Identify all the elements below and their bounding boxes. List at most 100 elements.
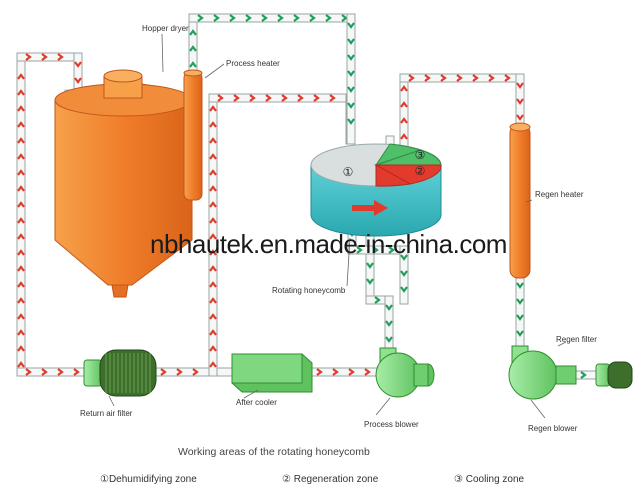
flow-arrow <box>25 368 32 376</box>
flow-arrow <box>17 89 25 96</box>
flow-arrow <box>356 246 363 254</box>
flow-arrow <box>245 14 252 22</box>
flow-arrow <box>347 86 355 93</box>
flow-arrow <box>261 14 268 22</box>
flow-arrow <box>516 298 524 305</box>
flow-arrow <box>366 278 374 285</box>
flow-arrow <box>516 314 524 321</box>
flow-arrow <box>400 270 408 277</box>
flow-arrow <box>41 368 48 376</box>
flow-arrow <box>160 368 167 376</box>
flow-arrow <box>265 94 272 102</box>
flow-arrow <box>316 368 323 376</box>
flow-arrow <box>17 73 25 80</box>
flow-arrow <box>209 233 217 240</box>
flow-arrow <box>17 361 25 368</box>
flow-arrow <box>516 330 524 337</box>
flow-arrow <box>209 361 217 368</box>
zone-regeneration: ② Regeneration zone <box>282 474 379 485</box>
label-process-heater: Process heater <box>226 59 280 68</box>
flow-arrow <box>209 249 217 256</box>
flow-arrow <box>400 254 408 261</box>
flow-arrow <box>17 169 25 176</box>
flow-arrow <box>385 336 393 343</box>
flow-arrow <box>209 281 217 288</box>
flow-arrow <box>400 133 408 140</box>
label-hopper-dryer: Hopper dryer <box>142 24 189 33</box>
flow-arrow <box>209 121 217 128</box>
flow-arrow <box>209 105 217 112</box>
regen-blower <box>508 345 577 400</box>
flow-arrow <box>309 14 316 22</box>
flow-arrow <box>209 217 217 224</box>
flow-arrow <box>488 74 495 82</box>
flow-arrow <box>17 121 25 128</box>
flow-arrow <box>17 297 25 304</box>
flow-arrow <box>341 14 348 22</box>
flow-arrow <box>580 371 587 379</box>
flow-arrow <box>17 281 25 288</box>
flow-arrow <box>17 153 25 160</box>
label-return-air-filter: Return air filter <box>80 409 133 418</box>
flow-arrow <box>192 368 199 376</box>
process-heater <box>183 69 203 201</box>
flow-arrow <box>440 74 447 82</box>
flow-arrow <box>364 368 371 376</box>
flow-arrow <box>456 74 463 82</box>
flow-arrow <box>209 201 217 208</box>
flow-arrow <box>209 153 217 160</box>
flow-arrow <box>209 169 217 176</box>
hopper-dryer <box>54 69 193 298</box>
flow-arrow <box>325 14 332 22</box>
flow-arrow <box>209 345 217 352</box>
flow-arrow <box>313 94 320 102</box>
flow-arrow <box>293 14 300 22</box>
flow-arrow <box>329 94 336 102</box>
zone-dehumidifying: ①Dehumidifying zone <box>100 474 197 485</box>
flow-arrow <box>374 296 381 304</box>
process-blower <box>375 347 435 398</box>
after-cooler <box>231 353 313 393</box>
flow-arrow <box>17 313 25 320</box>
flow-arrow <box>209 265 217 272</box>
label-regen-blower: Regen blower <box>528 424 578 433</box>
flow-arrow <box>347 54 355 61</box>
flow-arrow <box>217 94 224 102</box>
flow-arrow <box>209 137 217 144</box>
flow-arrow <box>57 53 64 61</box>
zone-one-marker: ① <box>343 165 354 179</box>
rotating-honeycomb <box>310 143 442 237</box>
flow-arrow <box>209 329 217 336</box>
label-regen-heater: Regen heater <box>535 190 584 199</box>
flow-arrow <box>197 14 204 22</box>
footer-title: Working areas of the rotating honeycomb <box>178 446 370 458</box>
flow-arrow <box>516 114 524 121</box>
flow-arrow <box>176 368 183 376</box>
flow-arrow <box>385 320 393 327</box>
flow-arrow <box>233 94 240 102</box>
zone-cooling: ③ Cooling zone <box>454 474 525 485</box>
flow-arrow <box>472 74 479 82</box>
flow-arrow <box>281 94 288 102</box>
flow-arrow <box>277 14 284 22</box>
watermark: nbhautek.en.made-in-china.com <box>150 229 507 259</box>
flow-arrow <box>74 61 82 68</box>
label-after-cooler: After cooler <box>236 398 277 407</box>
label-rotating-honeycomb: Rotating honeycomb <box>272 286 346 295</box>
flow-arrow <box>17 201 25 208</box>
regen-heater <box>509 122 531 279</box>
flow-arrow <box>332 368 339 376</box>
flow-arrow <box>229 14 236 22</box>
flow-arrow <box>388 246 395 254</box>
flow-arrow <box>57 368 64 376</box>
flow-arrow <box>74 77 82 84</box>
flow-arrow <box>504 74 511 82</box>
flow-arrow <box>516 98 524 105</box>
flow-arrow <box>408 74 415 82</box>
flow-arrow <box>213 14 220 22</box>
flow-arrow <box>372 246 379 254</box>
flow-arrow <box>17 217 25 224</box>
flow-arrow <box>189 29 197 36</box>
flow-arrow <box>347 70 355 77</box>
flow-arrow <box>17 249 25 256</box>
